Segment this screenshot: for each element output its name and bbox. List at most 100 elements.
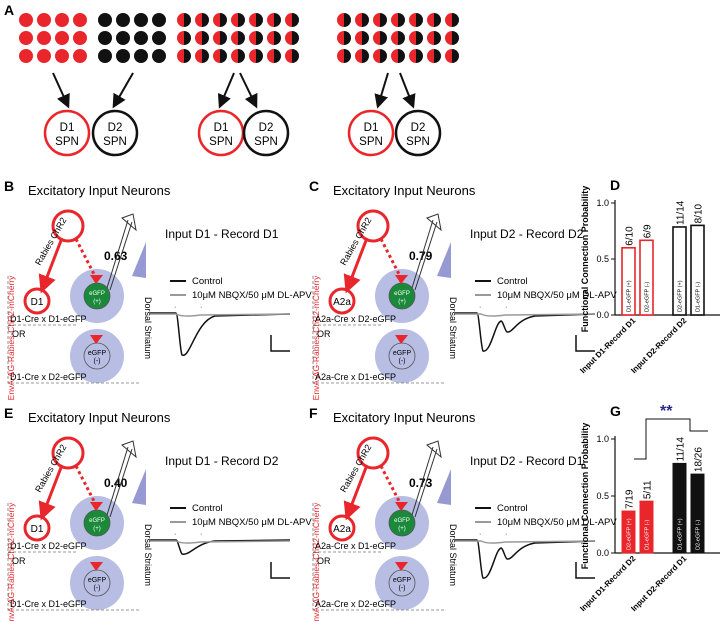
input-neuron-dot [134, 31, 148, 45]
input-neuron-dot-black-half [416, 49, 423, 63]
condition-title: Input D2 - Record D2 [470, 227, 584, 241]
electrode-line [109, 448, 133, 518]
dotted-projection [74, 238, 98, 279]
bar-name: D2-eGFP (-) [645, 282, 651, 312]
input-neuron-dot-black-half [220, 13, 227, 27]
top-cross-label: D1-Cre x D2-eGFP [10, 541, 87, 551]
input-neuron-dot [116, 13, 130, 27]
cre-cell [328, 287, 356, 315]
input-neuron-dot [55, 49, 69, 63]
egfp-positive-label: eGFP [89, 518, 105, 524]
frame-dash [312, 276, 445, 384]
group-label: Input D2-Record D1 [629, 554, 689, 614]
bar-annotation: 18/26 [694, 447, 705, 472]
input-neuron [356, 436, 390, 470]
input-neuron-dot-red-half [177, 49, 184, 63]
control-trace [150, 312, 291, 356]
cre-cell-label: D1 [31, 297, 44, 308]
projection-arrow [52, 72, 70, 109]
input-neuron-dot-black-half [416, 31, 423, 45]
egfp-negative-sign: (-) [94, 358, 101, 365]
axon-to-cre-cell [38, 464, 64, 521]
input-neuron-dot-black-half [362, 49, 369, 63]
input-neuron-dot [55, 31, 69, 45]
input-neuron-dot-red-half [427, 13, 434, 27]
input-neuron-dot-red-half [445, 49, 452, 63]
axon-to-cre-cell [343, 237, 369, 294]
input-neuron-dot-red-half [231, 13, 238, 27]
input-neuron-dot-black-half [274, 13, 281, 27]
spn-suffix: SPN [254, 136, 278, 148]
condition-title: Input D2 - Record D1 [470, 454, 584, 468]
input-neuron-dot-black-half [256, 13, 263, 27]
panel-label: C [309, 178, 319, 194]
electrode-holder [426, 440, 442, 459]
input-neuron-dot [134, 13, 148, 27]
panel-label: G [610, 403, 621, 419]
legend-control-label: Control [497, 276, 528, 287]
input-neuron-dot-black-half [344, 31, 351, 45]
input-neuron-dot-red-half [355, 31, 362, 45]
spn-suffix: SPN [209, 136, 233, 148]
input-neuron-dot [98, 13, 112, 27]
egfp-nucleus [388, 509, 416, 537]
electrode-holder [426, 213, 442, 232]
or-label: OR [12, 329, 26, 339]
input-neuron-dot-red-half [409, 49, 416, 63]
input-neuron-dot-red-half [337, 13, 344, 27]
egfp-positive-label: eGFP [394, 518, 410, 524]
bar [639, 239, 654, 316]
spn-suffix: SPN [406, 136, 430, 148]
projection-arrows [52, 72, 416, 109]
input-neuron-dot-red-half [195, 31, 202, 45]
input-neuron-dot-black-half [184, 49, 191, 63]
stim-dot: · [174, 304, 176, 311]
synapse-triangle [395, 335, 408, 344]
egfp-negative-outline [388, 569, 416, 597]
synapse-triangle [90, 502, 103, 511]
input-neuron-dot-red-half [355, 49, 362, 63]
bar [672, 462, 687, 554]
bar [690, 224, 705, 316]
panel-label: B [4, 178, 14, 194]
input-neuron-dot-red-half [355, 13, 362, 27]
egfp-positive-sign: (+) [93, 526, 101, 532]
or-label: OR [317, 556, 331, 566]
panel-a-label: A [4, 2, 14, 18]
significance-stars: ** [660, 403, 673, 420]
spn-circle [91, 109, 139, 157]
input-neuron-dot-red-half [213, 13, 220, 27]
input-neuron-dot [152, 13, 166, 27]
bar-annotation: 6/9 [643, 224, 654, 238]
input-neuron-dot-black-half [380, 31, 387, 45]
axon-to-cre-cell [343, 464, 369, 521]
scale-bar [270, 335, 290, 352]
input-neuron-dot-black-half [362, 13, 369, 27]
egfp-negative-label: eGFP [393, 350, 412, 357]
light-cone [437, 242, 451, 278]
region-label: Dorsal Striatum [448, 524, 458, 586]
input-neuron-dot-black-half [292, 31, 299, 45]
y-tick-label: 1.0 [596, 198, 609, 208]
egfp-nucleus [83, 282, 111, 310]
egfp-nucleus [388, 282, 416, 310]
spn-name: D2 [411, 122, 426, 134]
electrode-line [411, 219, 434, 289]
input-neuron-dot-black-half [380, 13, 387, 27]
input-neuron-dot-black-half [238, 49, 245, 63]
egfp-positive-sign: (+) [398, 299, 406, 305]
bar-annotation: 6/10 [625, 226, 636, 246]
egfp-nucleus [83, 509, 111, 537]
egfp-negative-sign: (-) [94, 585, 101, 592]
electrode-line [414, 221, 438, 291]
input-neuron-dot-red-half [267, 13, 274, 27]
input-neuron-dot-black-half [398, 13, 405, 27]
input-neuron-dot-red-half [391, 31, 398, 45]
input-neuron-dot [55, 13, 69, 27]
input-neuron-dot-black-half [220, 31, 227, 45]
input-neuron-dot-black-half [380, 49, 387, 63]
legend-drug-label: 10μM NBQX/50 μM DL-APV [192, 290, 312, 301]
cre-cell-label: A2a [333, 297, 351, 308]
